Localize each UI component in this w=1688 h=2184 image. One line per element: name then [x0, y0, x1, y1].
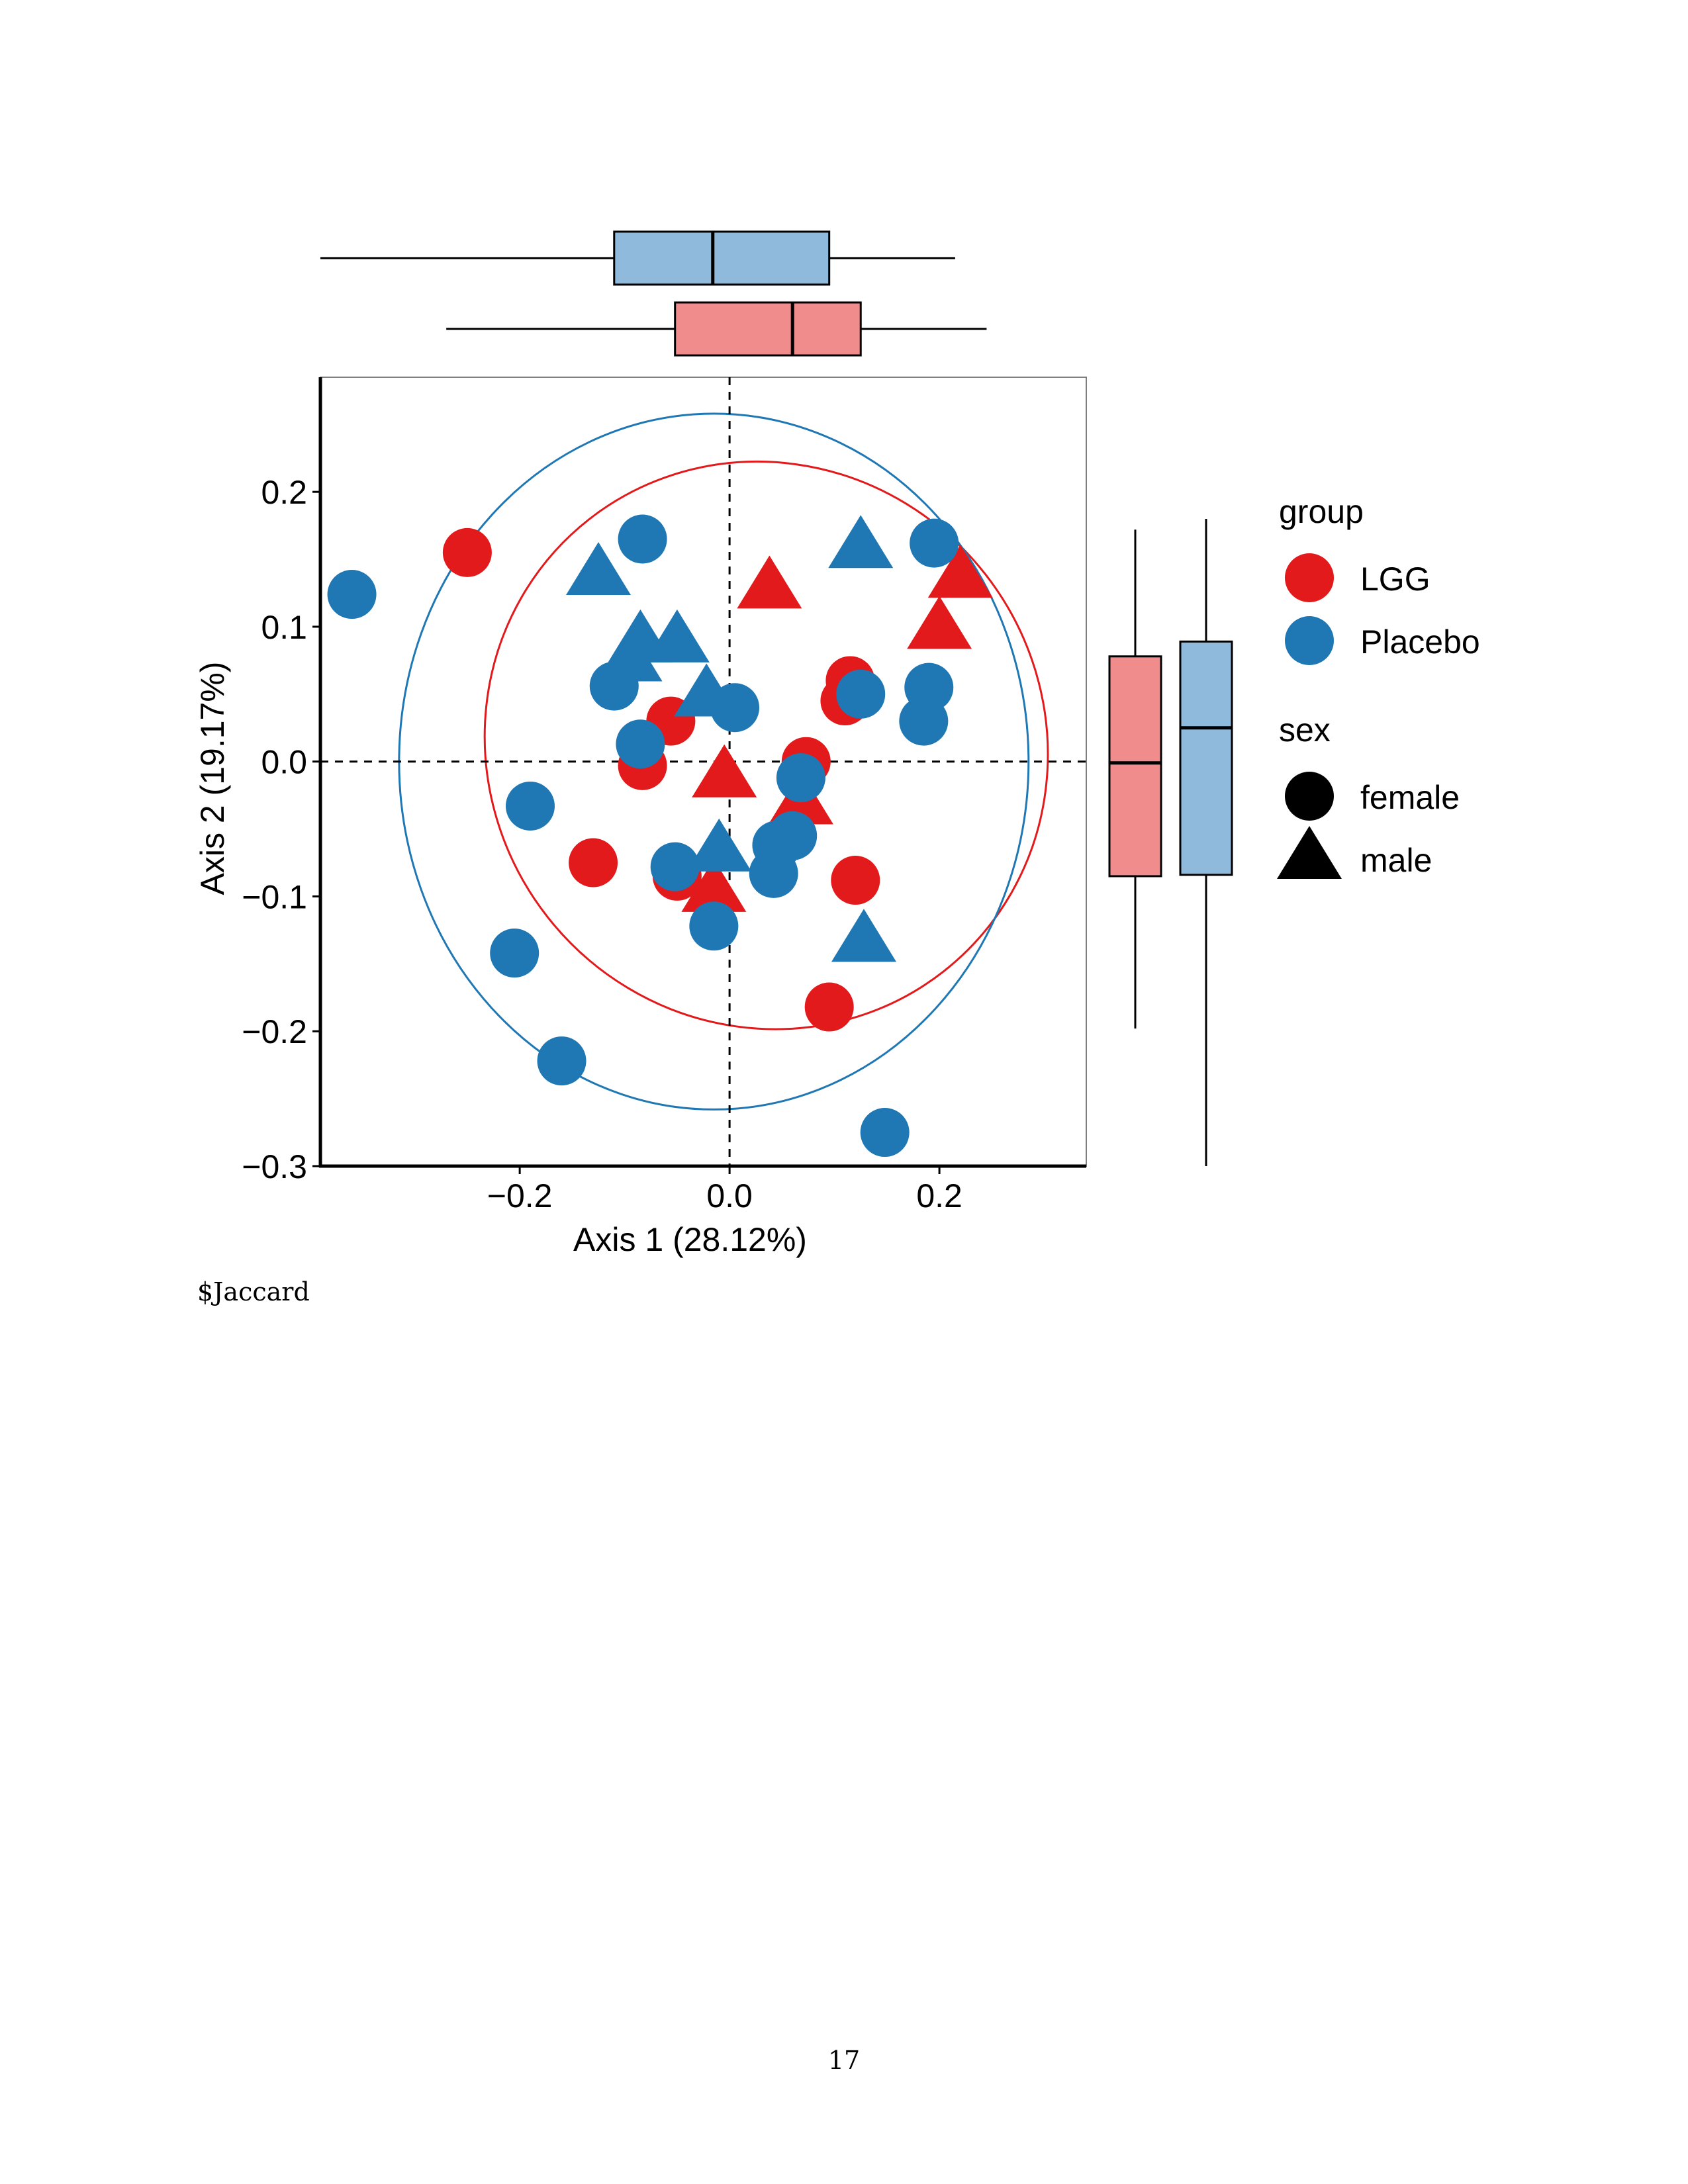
data-points — [327, 514, 993, 1158]
point-placebo-female — [650, 842, 700, 891]
point-placebo-female — [689, 901, 739, 951]
point-lgg-male — [692, 744, 757, 797]
right-marginal-boxplots — [1108, 518, 1233, 1166]
point-placebo-male — [644, 609, 710, 662]
legend-female-label: female — [1360, 779, 1460, 816]
y-tick-label: 0.0 — [261, 744, 307, 781]
point-placebo-male — [831, 909, 896, 962]
x-tick-label: 0.2 — [916, 1177, 962, 1214]
top-marginal-boxplots — [320, 230, 987, 357]
y-tick-label: −0.3 — [242, 1148, 307, 1185]
y-axis-label: Axis 2 (19.17%) — [194, 662, 231, 895]
y-tick-label: 0.2 — [261, 474, 307, 511]
panel-border — [320, 377, 1087, 1167]
x-tick-label: −0.2 — [487, 1177, 553, 1214]
point-placebo-female — [537, 1036, 586, 1086]
point-placebo-male — [828, 515, 894, 569]
legend-lgg-swatch — [1285, 553, 1334, 602]
point-placebo-female — [776, 753, 825, 803]
point-lgg-female — [442, 527, 492, 577]
x-axis-ticks: −0.2 0.0 0.2 — [487, 1166, 962, 1214]
legend-placebo-label: Placebo — [1360, 623, 1480, 660]
y-tick-label: −0.2 — [242, 1013, 307, 1050]
point-placebo-female — [749, 848, 798, 898]
right-box-placebo — [1179, 640, 1233, 876]
figure-caption: $Jaccard — [197, 1277, 310, 1306]
point-placebo-female — [618, 514, 667, 564]
point-lgg-male — [907, 596, 972, 649]
point-placebo-male — [566, 542, 632, 596]
legend-female-swatch — [1285, 772, 1334, 821]
x-axis-label: Axis 1 (28.12%) — [573, 1221, 807, 1258]
legend-lgg-label: LGG — [1360, 561, 1430, 598]
point-placebo-female — [860, 1108, 910, 1158]
point-placebo-female — [899, 696, 949, 746]
y-tick-label: −0.1 — [242, 878, 307, 915]
legend-placebo-swatch — [1285, 616, 1334, 665]
legend-sex-title: sex — [1279, 711, 1331, 749]
plot-panel — [318, 377, 1087, 1168]
point-lgg-female — [569, 838, 618, 887]
page-number: 17 — [828, 2046, 860, 2075]
legend-male-swatch — [1277, 826, 1342, 879]
top-box-lgg — [674, 301, 862, 357]
point-placebo-male — [674, 663, 739, 717]
legend-male-label: male — [1360, 842, 1432, 879]
point-placebo-male — [686, 818, 752, 872]
point-placebo-female — [327, 570, 377, 619]
point-lgg-female — [804, 982, 854, 1032]
point-placebo-female — [616, 719, 665, 769]
legend-group-title: group — [1279, 493, 1364, 530]
point-placebo-female — [910, 518, 959, 568]
point-placebo-male — [597, 628, 663, 682]
point-lgg-male — [927, 545, 993, 598]
top-box-placebo — [613, 230, 831, 286]
point-lgg-male — [681, 858, 747, 912]
point-lgg-male — [737, 555, 802, 609]
point-placebo-female — [836, 669, 886, 719]
legend: group LGG Placebo sex female male — [1277, 493, 1480, 879]
right-box-lgg — [1108, 655, 1162, 878]
ellipse-lgg — [483, 461, 1049, 1030]
point-placebo-female — [505, 781, 555, 831]
x-tick-label: 0.0 — [706, 1177, 753, 1214]
y-axis-ticks: 0.2 0.1 0.0 −0.1 −0.2 −0.3 — [242, 474, 320, 1185]
y-tick-label: 0.1 — [261, 609, 307, 646]
point-placebo-female — [490, 929, 539, 978]
point-placebo-female — [768, 811, 818, 860]
point-lgg-female — [831, 856, 880, 905]
